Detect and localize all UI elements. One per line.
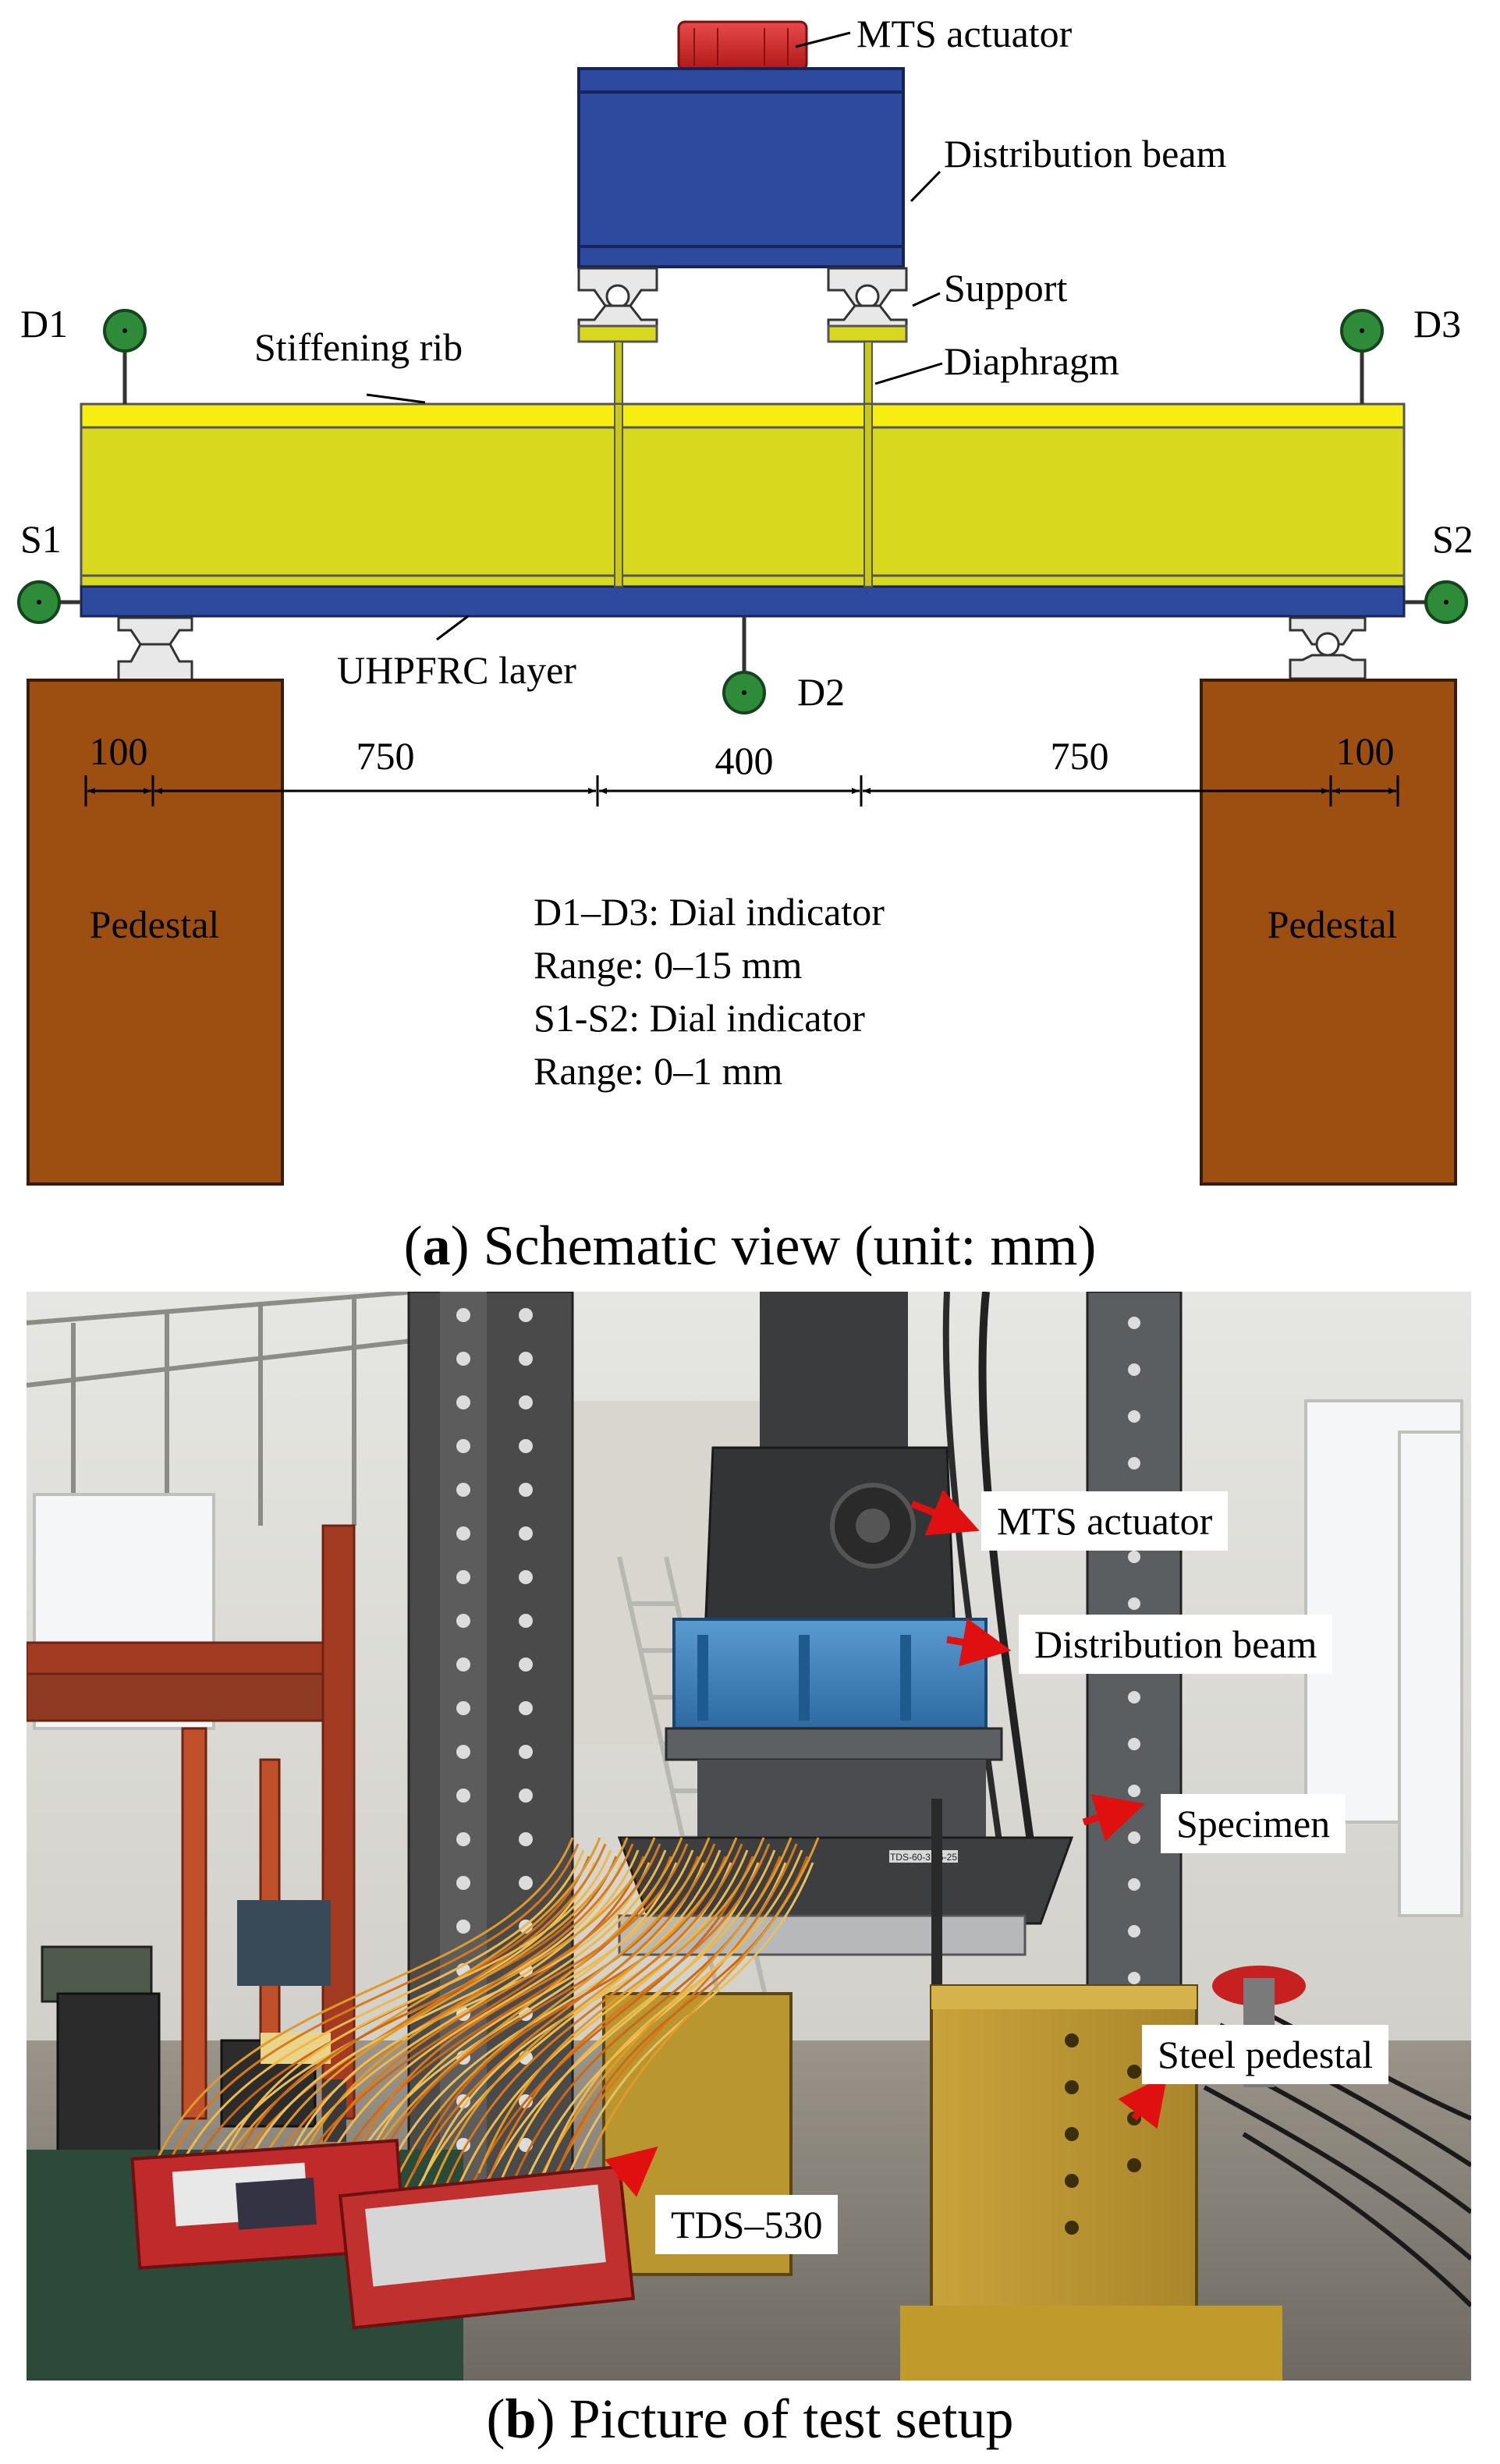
photo-label-mts-actuator: MTS actuator <box>981 1491 1229 1551</box>
specimen-tag-text: TDS-60-37.5-25 <box>890 1852 957 1863</box>
pedestal-right-shape <box>1200 679 1457 1186</box>
steel-column-holes-left <box>456 1308 533 2152</box>
label-mts-actuator: MTS actuator <box>856 12 1073 55</box>
label-stiffening-rib: Stiffening rib <box>254 325 463 369</box>
distribution-beam-shape <box>577 67 905 268</box>
photo-label-tds-530: TDS–530 <box>655 2195 839 2254</box>
support-left-shape <box>577 267 658 343</box>
distribution-beam-photo <box>665 1618 1003 1845</box>
label-distribution-beam: Distribution beam <box>944 132 1227 175</box>
label-s1: S1 <box>20 517 62 561</box>
mts-actuator-shape <box>677 20 808 72</box>
caption-b-letter: b <box>505 2388 537 2450</box>
caption-a: (a) Schematic view (unit: mm) <box>403 1214 1097 1277</box>
dim-left-span: 750 <box>356 734 415 778</box>
legend-line-4: Range: 0–1 mm <box>534 1049 783 1093</box>
specimen-photo: TDS-60-37.5-25 <box>617 1799 1074 2173</box>
dim-right-overhang: 100 <box>1336 729 1395 773</box>
caption-a-text: Schematic view (unit: mm) <box>483 1214 1097 1277</box>
dimension-lines <box>84 775 1399 807</box>
trolley-bottom <box>900 2306 1282 2381</box>
legend-line-1: D1–D3: Dial indicator <box>534 890 885 934</box>
label-diaphragm: Diaphragm <box>944 339 1119 383</box>
label-pedestal-left: Pedestal <box>90 902 220 946</box>
schematic-diagram: MTS actuator Distribution beam Support D… <box>17 12 1473 1186</box>
dim-mid-span: 400 <box>715 739 774 782</box>
photo-label-steel-pedestal: Steel pedestal <box>1142 2025 1389 2084</box>
dim-right-span: 750 <box>1051 734 1109 778</box>
label-d1: D1 <box>20 302 68 346</box>
support-right-shape <box>827 267 908 343</box>
tds-530-loggers <box>130 2139 636 2330</box>
label-s2: S2 <box>1432 517 1473 561</box>
roof-truss <box>27 1292 433 1526</box>
label-pedestal-right: Pedestal <box>1268 902 1398 946</box>
instrument-legend: D1–D3: Dial indicator Range: 0–15 mm S1-… <box>534 890 885 1093</box>
mts-actuator-photo <box>704 1292 1044 1916</box>
photo-label-distribution-beam: Distribution beam <box>1019 1615 1333 1674</box>
photo-label-specimen: Specimen <box>1161 1794 1346 1853</box>
pedestal-left-shape <box>27 679 284 1186</box>
label-uhpfrc-layer: UHPFRC layer <box>337 648 576 692</box>
legend-line-2: Range: 0–15 mm <box>534 943 803 987</box>
bearing-left-shape <box>117 616 193 683</box>
label-support: Support <box>944 266 1067 310</box>
annotation-arrows <box>605 1490 1168 2197</box>
dim-left-overhang: 100 <box>90 729 148 773</box>
specimen-shape <box>80 402 1406 618</box>
caption-b: (b) Picture of test setup <box>486 2388 1014 2450</box>
caption-b-text: Picture of test setup <box>569 2388 1014 2450</box>
caption-a-letter: a <box>422 1214 451 1277</box>
legend-line-3: S1-S2: Dial indicator <box>534 996 865 1040</box>
red-frame <box>27 1524 356 2120</box>
bearing-right-shape <box>1289 616 1367 680</box>
label-d3: D3 <box>1413 302 1461 346</box>
label-d2: D2 <box>797 670 845 714</box>
